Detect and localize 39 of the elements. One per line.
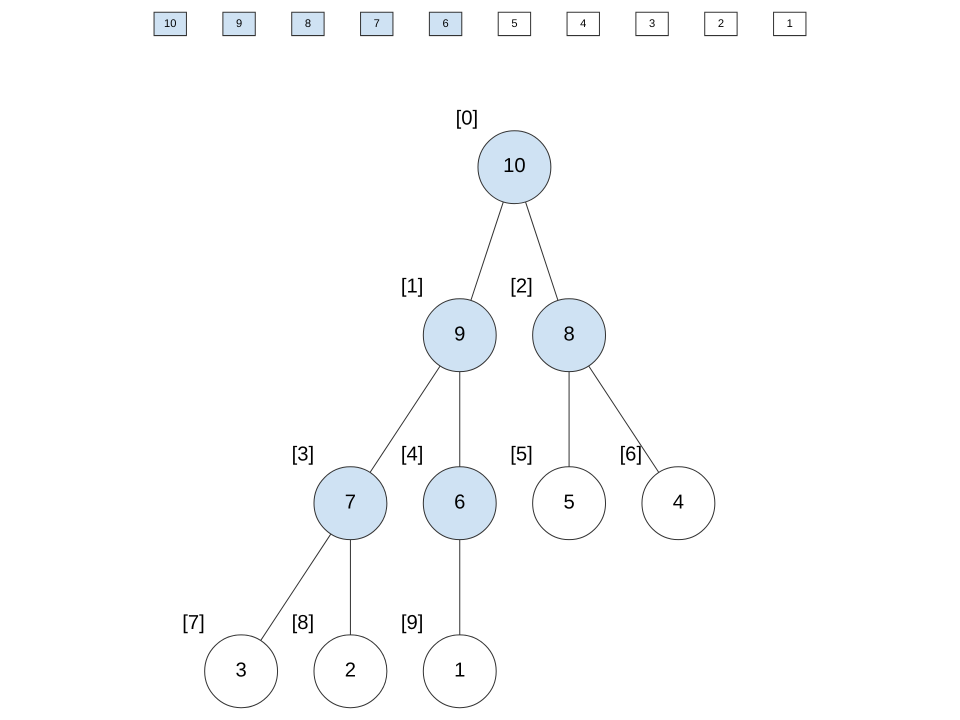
- node-label: [3]: [292, 444, 314, 466]
- node-circle: 8: [532, 298, 606, 372]
- connector: [470, 202, 504, 300]
- node-label: [5]: [510, 444, 533, 466]
- node-circle: 5: [532, 466, 606, 540]
- node-circle: 7: [313, 466, 388, 540]
- node-label: [4]: [400, 444, 424, 466]
- node-box: 7: [360, 12, 394, 36]
- node-box: 3: [635, 12, 669, 36]
- connector: [459, 372, 460, 467]
- node-box: 9: [222, 12, 256, 36]
- node-label: [7]: [182, 612, 205, 634]
- connector: [568, 372, 570, 467]
- node-circle: 2: [313, 634, 388, 708]
- node-circle: 6: [422, 466, 497, 540]
- node-label: [1]: [400, 276, 424, 298]
- connector: [260, 534, 332, 641]
- node-circle: 3: [204, 634, 278, 708]
- connector: [350, 540, 351, 635]
- node-label: [9]: [400, 612, 424, 634]
- node-circle: 4: [641, 466, 716, 540]
- connector: [459, 540, 460, 635]
- connector: [588, 366, 660, 473]
- node-circle: 10: [477, 130, 552, 204]
- connector: [370, 366, 440, 473]
- node-box: 2: [704, 12, 738, 36]
- node-label: [6]: [620, 444, 642, 466]
- node-circle: 9: [422, 298, 497, 372]
- node-label: [2]: [510, 276, 533, 298]
- node-circle: 1: [422, 634, 497, 708]
- node-box: 1: [773, 12, 806, 36]
- node-box: 6: [428, 12, 462, 36]
- node-box: 10: [154, 12, 187, 36]
- node-label: [8]: [292, 612, 314, 634]
- node-label: [0]: [456, 108, 478, 130]
- node-box: 4: [566, 12, 600, 36]
- node-box: 8: [291, 12, 325, 36]
- node-box: 5: [498, 12, 532, 36]
- connector: [525, 202, 558, 300]
